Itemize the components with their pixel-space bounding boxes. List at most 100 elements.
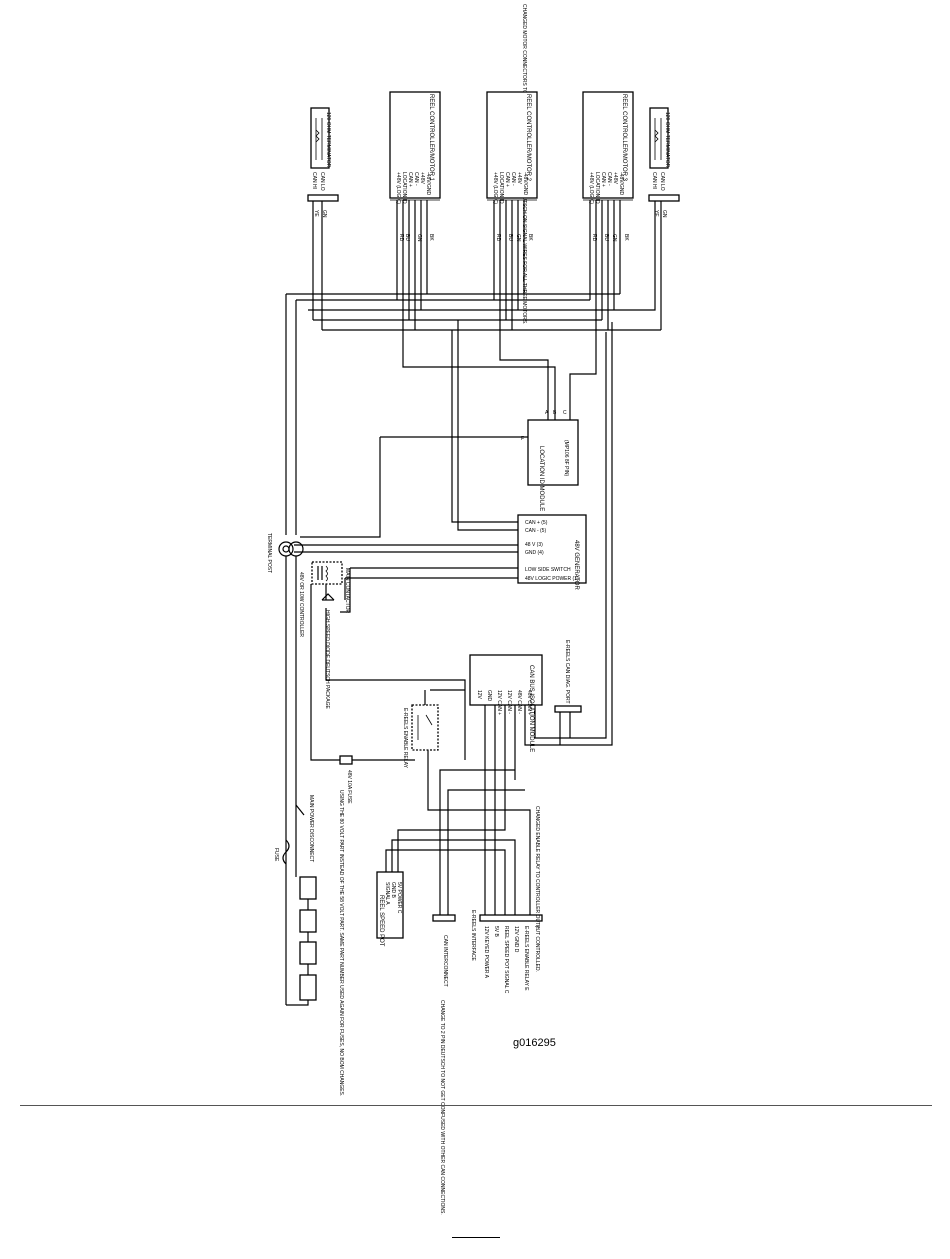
svg-text:CAN +: CAN + [407,172,413,187]
svg-text:CHANGED ENABLE RELAY TO CONTRO: CHANGED ENABLE RELAY TO CONTROLLER OUTPU… [534,806,540,972]
svg-text:E-REELS INTERFACE: E-REELS INTERFACE [470,910,476,962]
location-id-module: LOCATION ID MODULE (MP106 8F PIN) A B C … [300,405,579,538]
svg-text:12V: 12V [476,690,482,700]
svg-text:CAN BUS ISOLATION MODULE: CAN BUS ISOLATION MODULE [528,665,534,752]
svg-text:SIGNAL A: SIGNAL A [384,882,390,905]
svg-text:REEL SPEED POT: REEL SPEED POT [378,895,384,947]
svg-text:LOCATION ID MODULE: LOCATION ID MODULE [538,446,544,511]
svg-text:TERMINAL POST: TERMINAL POST [266,533,272,573]
svg-text:LOCATION ID: LOCATION ID [401,172,407,204]
high-speed-diode: HIGH SPEED DIODE DEUTSCH PACKAGE [321,584,466,760]
svg-text:48 V (3): 48 V (3) [525,542,543,548]
reel-controller-motor-1: REEL CONTROLLER/MOTOR 1 +48V (LOGIC) LOC… [389,91,441,204]
svg-text:CAN -: CAN - [413,172,419,186]
generator-48v: 48V GENERATOR CAN + (5) CAN - (5) 48 V (… [294,514,587,613]
svg-text:BU: BU [507,234,513,241]
footer-divider [20,1105,932,1106]
svg-text:CAN HI: CAN HI [651,172,657,189]
svg-text:F: F [521,436,524,442]
can-interconnect: CAN INTERCONNECT [432,769,525,987]
svg-text:+48V: +48V [419,172,425,184]
svg-text:FUSE: FUSE [273,848,279,862]
svg-text:48V LOGIC POWER (1): 48V LOGIC POWER (1) [525,576,579,582]
svg-text:USING THE 80 VOLT PART INSTEAD: USING THE 80 VOLT PART INSTEAD OF THE 58… [338,790,344,1096]
svg-text:CAN LO: CAN LO [319,172,325,191]
svg-text:+48V (LOGIC): +48V (LOGIC) [395,172,401,204]
svg-text:E-REELS ENABLE RELAY E: E-REELS ENABLE RELAY E [523,926,529,991]
ereels-interface: E-REELS INTERFACE 12V KEYED POWER A 5V B… [470,910,543,994]
svg-text:E-REELS ENABLE RELAY: E-REELS ENABLE RELAY [402,708,408,769]
svg-text:CAN INTERCONNECT: CAN INTERCONNECT [442,935,448,987]
svg-text:LOCATION ID: LOCATION ID [498,172,504,204]
svg-text:HIGH SPEED DIODE DEUTSCH PACKA: HIGH SPEED DIODE DEUTSCH PACKAGE [324,610,330,709]
reel-speed-pot: REEL SPEED POT SIGNAL A GND B 5V POWER C [376,839,516,947]
terminal-post: TERMINAL POST 48V OR 10W CONTROLLER [266,533,304,637]
svg-text:GND: GND [486,690,492,702]
main-fuse: FUSE [273,839,290,865]
reel-controller-motor-2: REEL CONTROLLER/MOTOR 2 +48V (LOGIC) LOC… [486,91,538,204]
svg-text:LOW SIDE SWITCH: LOW SIDE SWITCH [525,567,571,573]
svg-text:GN: GN [661,210,667,218]
battery-stack [286,870,317,1006]
svg-text:(MP106 8F PIN): (MP106 8F PIN) [563,440,569,476]
upper-bus-wiring [285,200,662,535]
svg-text:REEL SPEED POT SIGNAL C: REEL SPEED POT SIGNAL C [503,926,509,994]
svg-text:BK: BK [527,234,533,241]
svg-text:REEL CONTROLLER/MOTOR 1: REEL CONTROLLER/MOTOR 1 [428,94,434,182]
svg-text:C: C [563,410,567,416]
svg-text:CAN -: CAN - [510,172,516,186]
svg-text:48V GENERATOR: 48V GENERATOR [573,540,579,590]
svg-text:GND (4): GND (4) [525,550,544,556]
terminator-right: 120 OHM TERMINATOR CAN HI CAN LO [648,107,680,202]
svg-text:CAN -: CAN - [606,172,612,186]
svg-text:12V CAN -: 12V CAN - [506,690,512,714]
reel-controller-motor-3: REEL CONTROLLER/MOTOR 3 +48V (LOGIC) LOC… [582,91,634,204]
svg-text:BU: BU [404,234,410,241]
svg-text:E-REELS CAN DIAG. PORT: E-REELS CAN DIAG. PORT [564,640,570,704]
svg-text:GN: GN [416,234,422,242]
svg-text:A: A [545,410,549,416]
figure-id: g016295 [513,1037,556,1049]
terminator-left-label: 120 OHM TERMINATOR [325,112,331,168]
svg-text:CAN HI: CAN HI [311,172,317,189]
main-contactor: MAIN CONTACTOR [311,561,350,613]
svg-text:RD: RD [495,234,501,242]
svg-text:RD: RD [591,234,597,242]
svg-text:BK: BK [428,234,434,241]
ereels-can-diag-port: E-REELS CAN DIAG. PORT [554,640,582,745]
relay-note: CHANGED ENABLE RELAY TO CONTROLLER OUTPU… [534,806,540,972]
svg-text:48V CAN -: 48V CAN - [516,690,522,714]
terminator-right-label: 120 OHM TERMINATOR [664,112,670,168]
fuse-48v: 48V 10A FUSE USING THE 80 VOLT PART INST… [338,755,415,1096]
svg-text:CHANGE TO 2 PIN DEUTSCH TO NOT: CHANGE TO 2 PIN DEUTSCH TO NOT GET CONFU… [439,1000,445,1215]
svg-text:+48V: +48V [516,172,522,184]
svg-text:48V CAN +: 48V CAN + [526,690,532,715]
svg-text:5V B: 5V B [493,926,499,938]
svg-text:RD: RD [398,234,404,242]
svg-text:LOCATION ID: LOCATION ID [594,172,600,204]
svg-text:-48V/GND: -48V/GND [618,172,624,195]
svg-text:MAIN POWER DISCONNECT: MAIN POWER DISCONNECT [308,795,314,862]
svg-text:CAN + (5): CAN + (5) [525,520,548,526]
page-number-rule [452,1237,500,1238]
svg-text:48V 10A FUSE: 48V 10A FUSE [346,770,352,804]
svg-text:+48V (LOGIC): +48V (LOGIC) [492,172,498,204]
ereels-enable-relay: E-REELS ENABLE RELAY [402,689,531,920]
svg-text:+48V (LOGIC): +48V (LOGIC) [588,172,594,204]
can-bus-isolation-module: CAN BUS ISOLATION MODULE 12V GND 12V CAN… [397,322,613,920]
svg-text:12V KEYED POWER A: 12V KEYED POWER A [483,926,489,979]
svg-text:GN: GN [321,210,327,218]
svg-text:REEL CONTROLLER/MOTOR 3: REEL CONTROLLER/MOTOR 3 [621,94,627,182]
svg-text:12V GND D: 12V GND D [513,926,519,953]
svg-text:CAN - (5): CAN - (5) [525,528,546,534]
svg-text:BU: BU [603,234,609,241]
svg-text:YE: YE [313,210,319,217]
svg-text:12V CAN +: 12V CAN + [496,690,502,715]
svg-text:REEL CONTROLLER/MOTOR 2: REEL CONTROLLER/MOTOR 2 [525,94,531,182]
svg-text:CAN +: CAN + [600,172,606,187]
main-power-bus [285,556,340,1005]
svg-text:YE: YE [653,210,659,217]
svg-text:-48V/GND: -48V/GND [425,172,431,195]
svg-text:F: F [533,926,539,929]
